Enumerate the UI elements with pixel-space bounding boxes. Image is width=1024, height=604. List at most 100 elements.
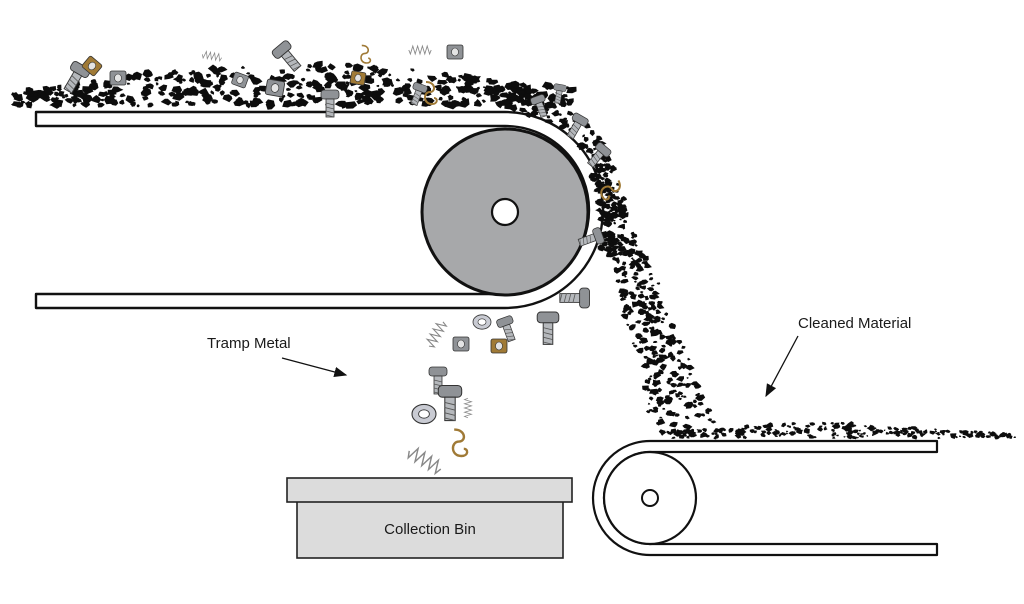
washer-icon [472,314,492,330]
material-particle [643,355,649,359]
material-particle [281,73,294,80]
material-particle [781,422,787,428]
material-particle [613,206,620,210]
material-particle [911,434,918,440]
material-particle [560,103,567,107]
material-particle [688,372,693,376]
material-particle [893,426,900,432]
material-particle [633,271,639,276]
material-particle [651,326,655,330]
material-particle [340,84,350,91]
material-particle [560,119,568,125]
material-particle [312,96,323,104]
material-particle [55,96,59,101]
material-particle [980,435,983,438]
material-particle [404,88,412,96]
material-particle [786,425,790,428]
material-particle [674,413,680,417]
material-particle [680,395,684,398]
material-particle [483,88,495,96]
material-particle [516,98,523,104]
material-particle [617,251,624,256]
material-particle [822,421,827,426]
material-particle [606,189,611,193]
material-particle [652,354,657,358]
material-particle [650,389,654,392]
material-particle [696,429,699,431]
material-particle [596,198,602,204]
material-particle [970,430,974,434]
material-particle [620,278,629,284]
material-particle [888,430,894,435]
material-particle [753,425,757,429]
material-particle [458,87,468,94]
material-particle [740,433,745,436]
material-particle [692,399,698,403]
material-particle [600,176,605,181]
material-particle [307,64,313,69]
material-particle [551,110,560,117]
material-particle [635,347,644,354]
material-particle [42,97,51,102]
material-particle [653,328,660,334]
material-particle [934,428,937,431]
material-particle [358,83,371,92]
material-particle [167,72,174,75]
material-particle [642,261,649,265]
bolt-icon [410,82,428,107]
material-particle [12,101,20,107]
material-particle [700,435,704,438]
material-particle [421,100,433,107]
material-particle [606,230,615,235]
material-particle [760,430,767,434]
material-particle [626,249,630,252]
material-particle [305,68,311,72]
bolt-icon [437,384,463,422]
material-particle [739,429,747,434]
material-particle [597,216,606,222]
material-particle [72,103,77,108]
bolt-icon [559,287,590,309]
material-particle [612,219,616,222]
material-particle [648,273,653,276]
material-particle [344,74,352,79]
material-particle [883,429,886,431]
material-particle [438,96,443,101]
nut-icon [446,44,464,60]
material-particle [300,77,306,82]
material-particle [352,63,364,72]
material-particle [145,83,154,90]
material-particle [939,430,946,435]
material-particle [312,60,323,69]
material-particle [651,284,655,287]
material-particle [642,385,649,391]
material-particle [823,428,828,431]
material-particle [457,74,463,78]
material-particle [119,101,125,105]
material-particle [622,251,630,257]
material-particle [670,335,675,339]
material-particle [713,436,717,440]
material-particle [624,214,629,218]
cleaned-material-label: Cleaned Material [798,315,911,332]
material-particle [658,429,667,435]
material-particle [334,100,347,108]
material-particle [369,72,375,76]
material-particle [461,96,467,102]
material-particle [97,91,110,97]
material-particle [433,84,442,91]
material-particle [755,426,762,430]
material-particle [265,100,276,110]
material-particle [686,401,694,406]
material-particle [715,430,718,433]
material-particle [295,85,303,90]
material-particle [676,350,684,355]
material-particle [956,436,958,439]
material-particle [418,97,424,102]
material-particle [404,83,412,90]
material-particle [607,221,613,227]
material-particle [49,86,57,92]
material-particle [596,135,603,141]
material-particle [298,82,303,86]
material-particle [249,77,263,85]
